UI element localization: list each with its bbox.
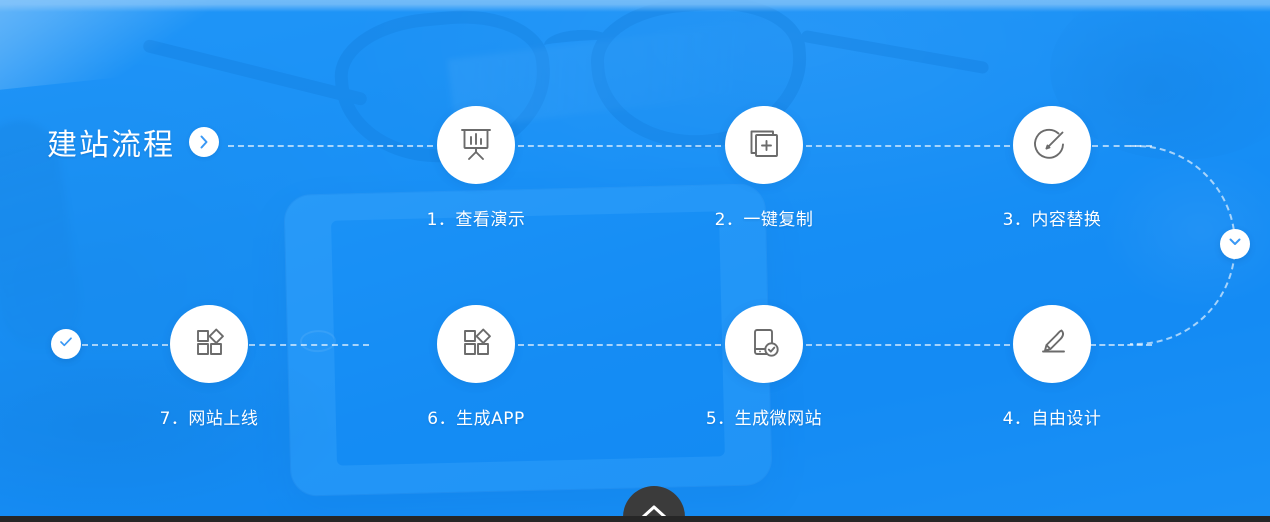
step-7-label: 7．网站上线: [159, 409, 259, 429]
flow-step-2[interactable]: 2．一键复制: [689, 106, 839, 230]
step-3-label: 3．内容替换: [1002, 210, 1102, 230]
app-grid-icon: [188, 321, 230, 368]
mobile-check-icon: [743, 321, 785, 368]
step-6-label: 6．生成APP: [427, 409, 525, 429]
connector-step1-to-step2: [518, 145, 721, 147]
flow-step-4[interactable]: 4．自由设计: [977, 305, 1127, 429]
connector-step4-to-step5: [806, 344, 1010, 346]
flow-step-6[interactable]: 6．生成APP: [401, 305, 551, 429]
pen-draw-icon: [1030, 320, 1074, 369]
flow-turn-chevron-marker[interactable]: [1220, 229, 1250, 259]
flow-step-3[interactable]: 3．内容替换: [977, 106, 1127, 230]
step-1-icon-circle[interactable]: [437, 106, 515, 184]
flow-step-1[interactable]: 1．查看演示: [401, 106, 551, 230]
app-grid-icon: [455, 321, 497, 368]
chevron-down-icon: [1226, 233, 1244, 256]
connector-curve-to-step4: [1090, 344, 1152, 346]
step-3-icon-circle[interactable]: [1013, 106, 1091, 184]
flow-step-5[interactable]: 5．生成微网站: [689, 305, 839, 429]
connector-step5-to-step6: [518, 344, 721, 346]
step-6-icon-circle[interactable]: [437, 305, 515, 383]
step-4-icon-circle[interactable]: [1013, 305, 1091, 383]
page-bottom-bar: [0, 516, 1270, 522]
connector-step3-to-curve: [1092, 145, 1152, 147]
step-2-label: 2．一键复制: [714, 210, 814, 230]
connector-title-to-step1: [228, 145, 433, 147]
step-5-icon-circle[interactable]: [725, 305, 803, 383]
section-header: 建站流程: [47, 120, 219, 164]
check-circle-icon: [57, 333, 75, 356]
chevron-up-icon: [639, 502, 669, 522]
copy-plus-icon: [743, 122, 785, 169]
step-7-icon-circle[interactable]: [170, 305, 248, 383]
presentation-chart-icon: [455, 122, 497, 169]
chevron-right-icon[interactable]: [189, 127, 219, 157]
step-4-label: 4．自由设计: [1002, 409, 1102, 429]
flow-step-7[interactable]: 7．网站上线: [134, 305, 284, 429]
step-1-label: 1．查看演示: [426, 210, 526, 230]
connector-step7-to-end: [82, 344, 168, 346]
edit-circle-pencil-icon: [1030, 121, 1074, 170]
connector-step6-to-step7: [249, 344, 369, 346]
flow-start-check-marker: [51, 329, 81, 359]
step-2-icon-circle[interactable]: [725, 106, 803, 184]
page-title: 建站流程: [47, 128, 175, 163]
step-5-label: 5．生成微网站: [705, 409, 823, 429]
connector-step2-to-step3: [806, 145, 1010, 147]
